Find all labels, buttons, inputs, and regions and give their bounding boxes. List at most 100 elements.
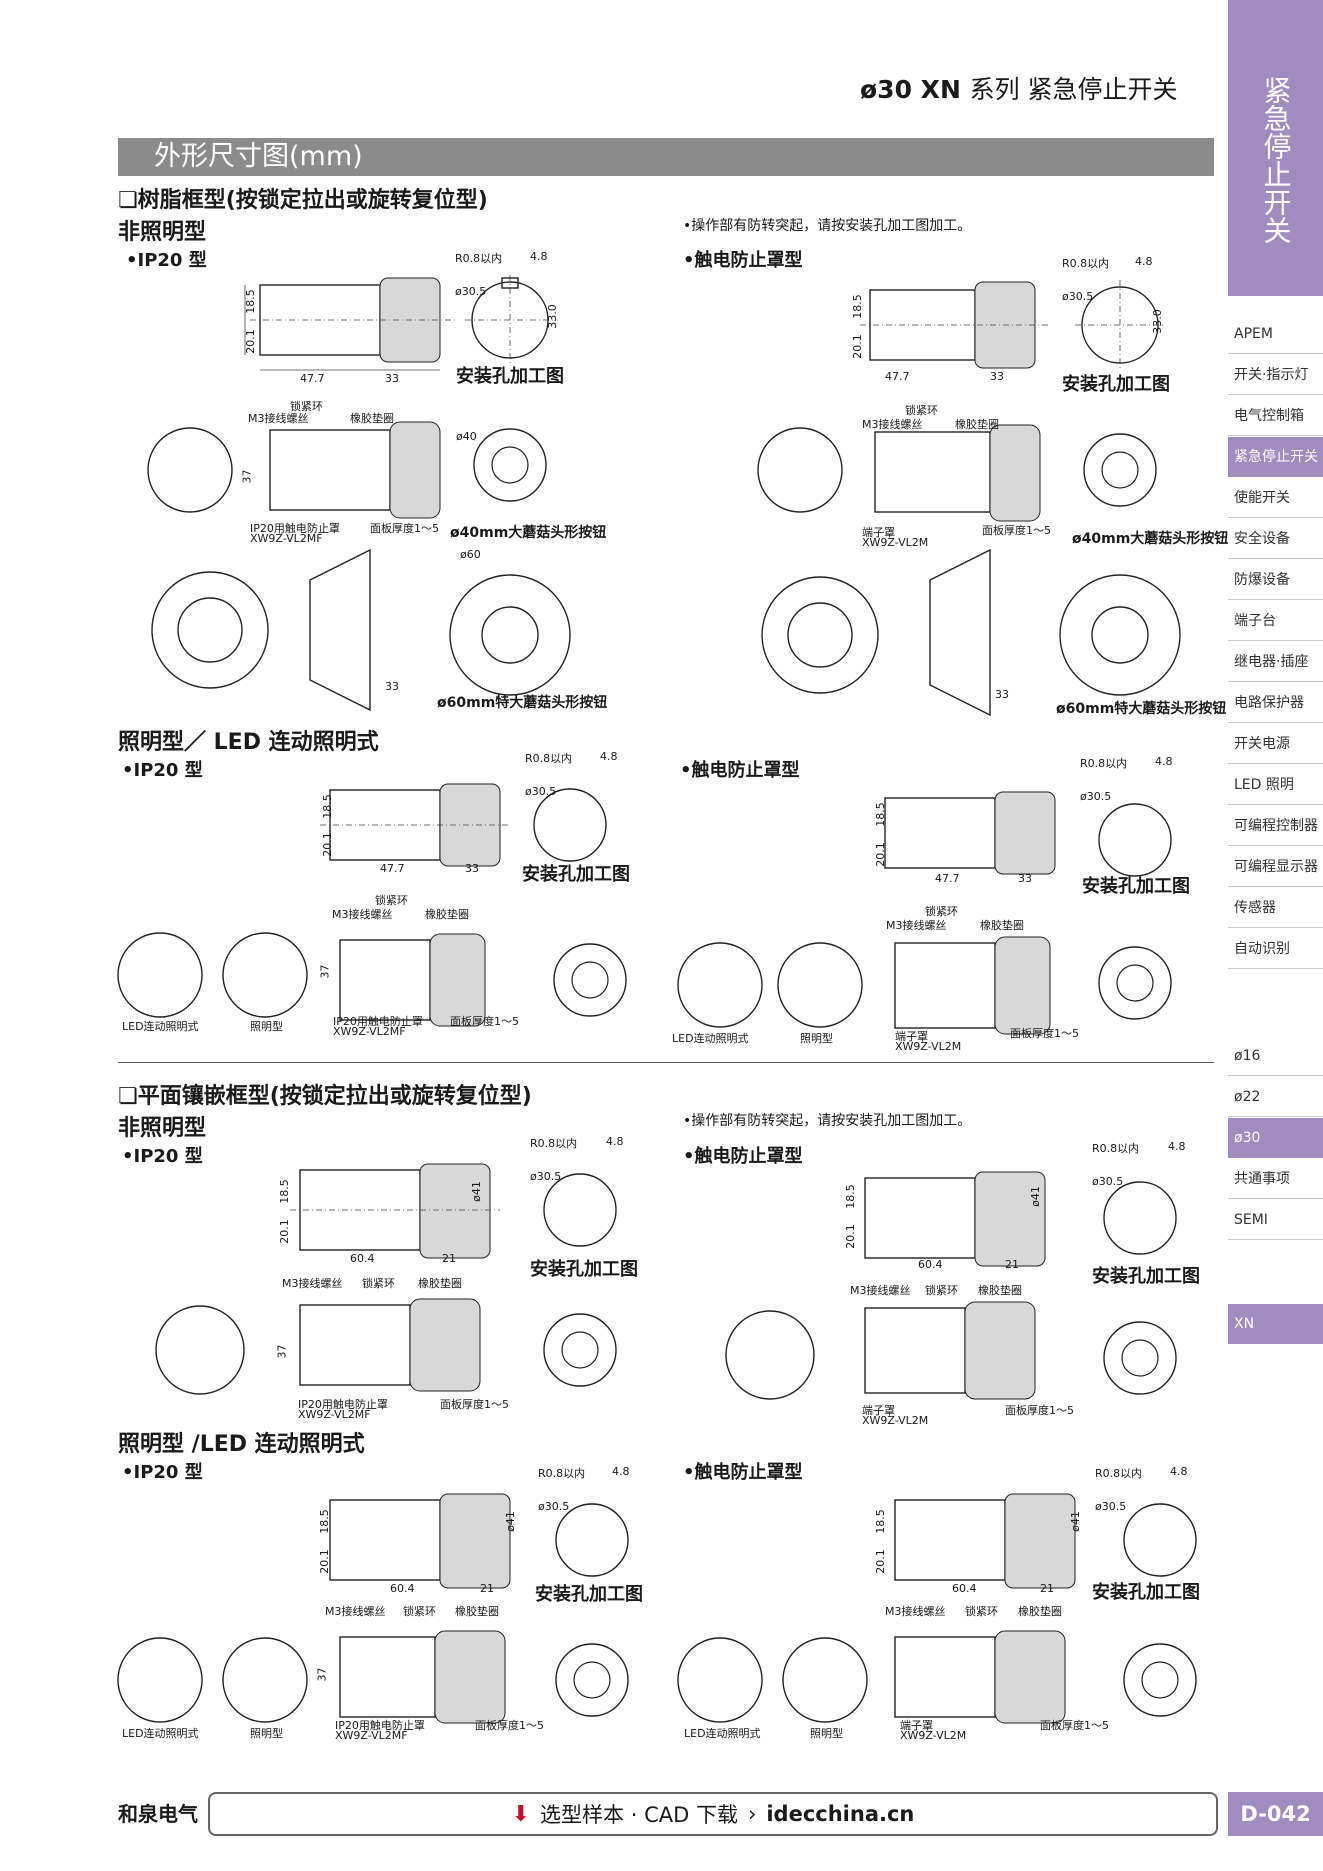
dim-47-7-fs: 47.7 <box>885 370 910 383</box>
locking-ring-label-fli: 锁紧环 <box>403 1605 436 1618</box>
dim-4-8-flfs: 4.8 <box>1168 1140 1186 1153</box>
dim-33-il: 33 <box>465 862 479 875</box>
dim-dia30-5-fs: ø30.5 <box>1062 290 1094 303</box>
dim-33-fs: 33 <box>990 370 1004 383</box>
locking-ring-label-flfs: 锁紧环 <box>925 1284 958 1297</box>
dim-20-1-fli: 20.1 <box>317 1549 331 1574</box>
dim-33-fs-b: 33 <box>995 688 1009 701</box>
sidebar-item-13[interactable]: 可编程显示器 <box>1228 847 1323 887</box>
resin-illum-ip20-front <box>117 932 308 1018</box>
flat-illum-fs-drawing <box>894 1493 1197 1724</box>
dim-20-1-flifs: 20.1 <box>873 1549 887 1574</box>
ip20-label-2: •IP20 型 <box>122 760 203 781</box>
dim-20-1-ilfs: 20.1 <box>873 842 887 867</box>
sidebar-size-3[interactable]: 共通事项 <box>1228 1159 1323 1199</box>
locking-ring-label-flifs: 锁紧环 <box>965 1605 998 1618</box>
sidebar-item-1[interactable]: 开关·指示灯 <box>1228 355 1323 395</box>
dim-33-ilfs: 33 <box>1018 872 1032 885</box>
sidebar-size-0[interactable]: ø16 <box>1228 1036 1323 1076</box>
sidebar-item-0[interactable]: APEM <box>1228 314 1323 354</box>
finger-safe-label-2: •触电防止罩型 <box>680 760 800 781</box>
section-divider <box>118 1062 1214 1063</box>
sidebar-item-9[interactable]: 电路保护器 <box>1228 683 1323 723</box>
panel-cutout-caption-il: 安装孔加工图 <box>522 864 630 885</box>
dim-18-5-fl: 18.5 <box>277 1179 291 1204</box>
sidebar-item-6[interactable]: 防爆设备 <box>1228 560 1323 600</box>
download-banner[interactable]: ⬇ 选型样本 · CAD 下载 › idecchina.cn <box>208 1792 1218 1836</box>
terminal-cover-label-flifs: 端子罩 <box>900 1719 933 1732</box>
sidebar-category-text: 紧急停止开关 <box>1259 76 1293 244</box>
dim-4-8-fs: 4.8 <box>1135 255 1153 268</box>
panel-cutout-caption-flifs: 安装孔加工图 <box>1092 1582 1200 1603</box>
dim-47-7-ilfs: 47.7 <box>935 872 960 885</box>
dim-4-8-fl: 4.8 <box>606 1135 624 1148</box>
dim-37-fl: 37 <box>275 1344 289 1359</box>
dim-r08-il: R0.8以内 <box>525 752 573 765</box>
illuminated-type-label-flfs: 照明型 <box>810 1727 843 1740</box>
sidebar-item-3[interactable]: 紧急停止开关 <box>1228 437 1323 477</box>
sidebar-item-14[interactable]: 传感器 <box>1228 888 1323 928</box>
locking-ring-label: 锁紧环 <box>290 400 323 413</box>
illuminated-heading-2: 照明型 /LED 连动照明式 <box>118 1432 365 1457</box>
panel-thickness-label-fli: 面板厚度1～5 <box>475 1719 544 1732</box>
sidebar-item-5[interactable]: 安全设备 <box>1228 519 1323 559</box>
dim-60-4-flifs: 60.4 <box>952 1582 977 1595</box>
dim-37-il: 37 <box>318 964 332 979</box>
sidebar-item-10[interactable]: 开关电源 <box>1228 724 1323 764</box>
locking-ring-label-fl: 锁紧环 <box>362 1277 395 1290</box>
dim-33-0-fs: 33.0 <box>1150 309 1164 334</box>
panel-thickness-label-fl: 面板厚度1～5 <box>440 1398 509 1411</box>
dim-37: 37 <box>240 469 254 484</box>
led-linked-label: LED连动照明式 <box>122 1020 199 1033</box>
dim-41-fl: ø41 <box>469 1181 483 1202</box>
dim-60-4-fl: 60.4 <box>350 1252 375 1265</box>
terminal-cover-code-fs: XW9Z-VL2M <box>862 536 929 549</box>
sidebar-item-12[interactable]: 可编程控制器 <box>1228 806 1323 846</box>
ip20-cover-code-il: XW9Z-VL2MF <box>333 1025 406 1038</box>
sidebar-series[interactable]: XN <box>1228 1304 1323 1344</box>
terminal-cover-code-flifs: XW9Z-VL2M <box>900 1729 967 1742</box>
sidebar-item-8[interactable]: 继电器·插座 <box>1228 642 1323 682</box>
mushroom60-caption: ø60mm特大蘑菇头形按钮 <box>437 695 608 711</box>
dim-20-1-flfs: 20.1 <box>843 1224 857 1249</box>
finger-safe-label-4: •触电防止罩型 <box>683 1462 803 1483</box>
mushroom40-caption: ø40mm大蘑菇头形按钮 <box>450 525 607 541</box>
panel-thickness-label: 面板厚度1～5 <box>370 522 439 535</box>
sidebar-size-4[interactable]: SEMI <box>1228 1200 1323 1240</box>
dim-18-5-fs: 18.5 <box>850 294 864 319</box>
dim-37-fli: 37 <box>315 1667 329 1682</box>
site-link[interactable]: idecchina.cn <box>766 1802 915 1826</box>
locking-ring-label-ilfs: 锁紧环 <box>925 905 958 918</box>
resin-ip20-drawing <box>147 275 571 712</box>
dim-18-5-ilfs: 18.5 <box>873 802 887 827</box>
m3-screw-label-fli: M3接线螺丝 <box>325 1605 386 1618</box>
sidebar-item-2[interactable]: 电气控制箱 <box>1228 396 1323 436</box>
rubber-gasket-label: 橡胶垫圈 <box>350 412 394 425</box>
panel-thickness-label-flifs: 面板厚度1～5 <box>1040 1719 1109 1732</box>
dim-4-8-il: 4.8 <box>600 750 618 763</box>
m3-screw-label-fs: M3接线螺丝 <box>862 418 923 431</box>
dim-33-b: 33 <box>385 680 399 693</box>
sidebar-item-7[interactable]: 端子台 <box>1228 601 1323 641</box>
dim-60-4-fli: 60.4 <box>390 1582 415 1595</box>
dim-r08-fl: R0.8以内 <box>530 1137 578 1150</box>
flat-illum-ip20-front <box>117 1637 308 1723</box>
dim-r08-ilfs: R0.8以内 <box>1080 757 1128 770</box>
ip20-cover-code: XW9Z-VL2MF <box>250 532 323 545</box>
sidebar-size-2[interactable]: ø30 <box>1228 1118 1323 1158</box>
panel-cutout-caption-flfs: 安装孔加工图 <box>1092 1266 1200 1287</box>
locking-ring-label-fs: 锁紧环 <box>905 404 938 417</box>
dim-41-fli: ø41 <box>503 1511 517 1532</box>
dim-4-8-fli: 4.8 <box>612 1465 630 1478</box>
resin-illum-fs-drawing <box>884 791 1172 1035</box>
sidebar-item-15[interactable]: 自动识别 <box>1228 929 1323 969</box>
sidebar-size-1[interactable]: ø22 <box>1228 1077 1323 1117</box>
terminal-cover-code-ilfs: XW9Z-VL2M <box>895 1040 962 1053</box>
ip20-cover-label-fli: IP20用触电防止罩 <box>335 1719 425 1732</box>
panel-thickness-label-fs: 面板厚度1～5 <box>982 524 1051 537</box>
sidebar-item-4[interactable]: 使能开关 <box>1228 478 1323 518</box>
panel-cutout-caption-ilfs: 安装孔加工图 <box>1082 876 1190 897</box>
dim-21-fli: 21 <box>480 1582 494 1595</box>
panel-thickness-label-il: 面板厚度1～5 <box>450 1015 519 1028</box>
sidebar-item-11[interactable]: LED 照明 <box>1228 765 1323 805</box>
